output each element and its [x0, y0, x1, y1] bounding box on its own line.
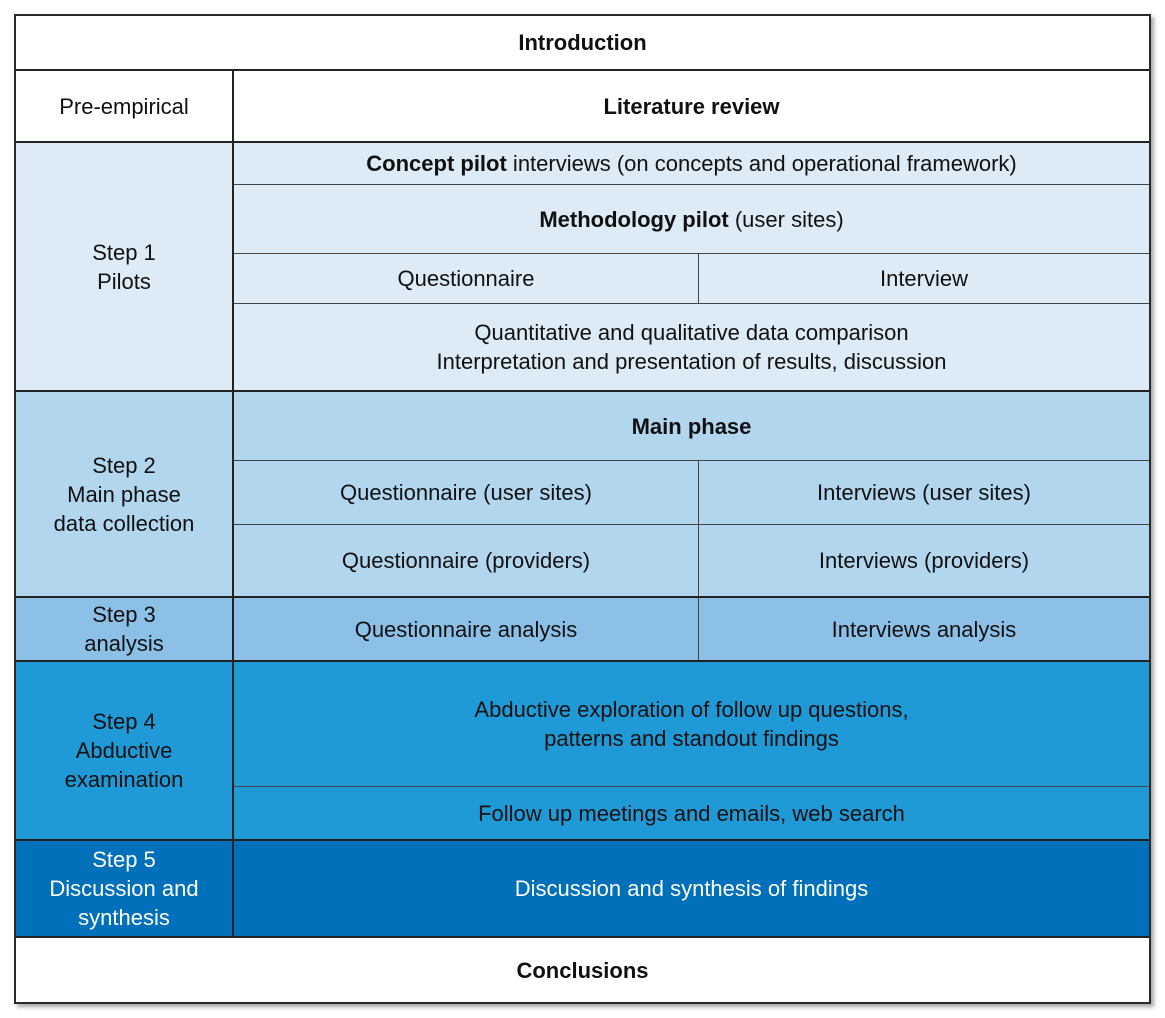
methodology-pilot-bold: Methodology pilot	[539, 206, 729, 232]
questionnaire-user-sites-cell: Questionnaire (user sites)	[234, 461, 698, 524]
data-comparison-cell: Quantitative and qualitative data compar…	[234, 304, 1149, 390]
step3-label-line2: analysis	[84, 631, 164, 656]
divider	[232, 598, 234, 660]
step2-label-cell: Step 2 Main phase data collection	[16, 392, 232, 596]
step5-label-line2: Discussion and	[49, 876, 199, 901]
divider	[232, 662, 234, 839]
pre-empirical-label: Pre-empirical	[59, 93, 189, 119]
pilot-questionnaire-cell: Questionnaire	[234, 254, 698, 303]
divider	[234, 253, 1149, 254]
divider	[16, 390, 1149, 392]
step1-label-line2: Pilots	[97, 268, 151, 294]
pilot-interview-label: Interview	[879, 266, 969, 291]
questionnaire-analysis-label: Questionnaire analysis	[354, 616, 578, 642]
step5-label-line1: Step 5	[92, 847, 156, 872]
introduction-row: Introduction	[16, 16, 1149, 69]
methodology-pilot-rest: (user sites)	[728, 206, 844, 232]
interviews-analysis-cell: Interviews analysis	[699, 598, 1149, 660]
abductive-exploration-line1: Abductive exploration of follow up quest…	[474, 697, 909, 722]
concept-pilot-text: Concept pilot interviews (on concepts an…	[366, 149, 1016, 178]
literature-review-cell: Literature review	[234, 71, 1149, 141]
introduction-label: Introduction	[518, 30, 647, 55]
divider	[698, 461, 699, 596]
step1-label-cell: Step 1 Pilots	[16, 143, 232, 390]
follow-up-label: Follow up meetings and emails, web searc…	[478, 800, 905, 826]
interviews-user-sites-label: Interviews (user sites)	[817, 480, 1031, 505]
divider	[232, 392, 234, 596]
pre-empirical-label-cell: Pre-empirical	[16, 71, 232, 141]
interviews-user-sites-cell: Interviews (user sites)	[699, 461, 1149, 524]
step5-label-cell: Step 5 Discussion and synthesis	[16, 841, 232, 936]
questionnaire-user-sites-label: Questionnaire (user sites)	[340, 480, 592, 505]
divider	[16, 596, 1149, 598]
main-phase-label: Main phase	[631, 413, 752, 439]
divider	[234, 524, 1149, 525]
step4-label-line3: examination	[64, 767, 184, 792]
step3-label-cell: Step 3 analysis	[16, 598, 232, 660]
divider	[16, 660, 1149, 662]
interviews-providers-cell: Interviews (providers)	[699, 525, 1149, 596]
concept-pilot-cell: Concept pilot interviews (on concepts an…	[234, 143, 1149, 184]
divider	[698, 598, 699, 660]
divider	[16, 936, 1149, 938]
step3-label-line1: Step 3	[92, 602, 156, 627]
literature-review-label: Literature review	[603, 93, 780, 119]
divider	[234, 460, 1149, 461]
conclusions-row: Conclusions	[16, 938, 1149, 1002]
divider	[16, 141, 1149, 143]
step5-label-line3: synthesis	[78, 905, 170, 930]
divider	[698, 254, 699, 303]
divider	[232, 143, 234, 390]
data-comparison-line1: Quantitative and qualitative data compar…	[474, 320, 909, 345]
abductive-exploration-line2: patterns and standout findings	[544, 726, 839, 751]
step4-label-line2: Abductive	[75, 738, 173, 763]
questionnaire-providers-label: Questionnaire (providers)	[341, 548, 591, 573]
pilot-questionnaire-label: Questionnaire	[397, 266, 535, 291]
divider	[16, 839, 1149, 841]
step4-label-cell: Step 4 Abductive examination	[16, 662, 232, 839]
divider	[232, 841, 234, 936]
methodology-pilot-cell: Methodology pilot (user sites)	[234, 185, 1149, 253]
divider	[234, 786, 1149, 787]
pilot-interview-cell: Interview	[699, 254, 1149, 303]
step2-label-line2: Main phase	[67, 481, 181, 507]
interviews-analysis-label: Interviews analysis	[831, 616, 1017, 642]
concept-pilot-rest: interviews (on concepts and operational …	[506, 151, 1017, 176]
conclusions-label: Conclusions	[516, 957, 649, 983]
step1-label-line1: Step 1	[92, 239, 156, 265]
divider	[234, 184, 1149, 185]
abductive-exploration-cell: Abductive exploration of follow up quest…	[234, 662, 1149, 786]
divider	[16, 69, 1149, 71]
discussion-synthesis-cell: Discussion and synthesis of findings	[234, 841, 1149, 936]
data-comparison-line2: Interpretation and presentation of resul…	[436, 349, 947, 374]
methodology-pilot-text: Methodology pilot (user sites)	[539, 205, 843, 234]
divider	[234, 303, 1149, 304]
questionnaire-analysis-cell: Questionnaire analysis	[234, 598, 698, 660]
interviews-providers-label: Interviews (providers)	[818, 548, 1030, 573]
divider	[232, 71, 234, 141]
discussion-synthesis-label: Discussion and synthesis of findings	[514, 876, 869, 901]
follow-up-cell: Follow up meetings and emails, web searc…	[234, 787, 1149, 839]
concept-pilot-bold: Concept pilot	[366, 151, 507, 176]
step2-label-line3: data collection	[53, 510, 195, 536]
step4-label-line1: Step 4	[92, 709, 156, 734]
main-phase-cell: Main phase	[234, 392, 1149, 460]
research-design-table: Introduction Pre-empirical Literature re…	[14, 14, 1151, 1004]
questionnaire-providers-cell: Questionnaire (providers)	[234, 525, 698, 596]
step2-label-line1: Step 2	[92, 452, 156, 478]
